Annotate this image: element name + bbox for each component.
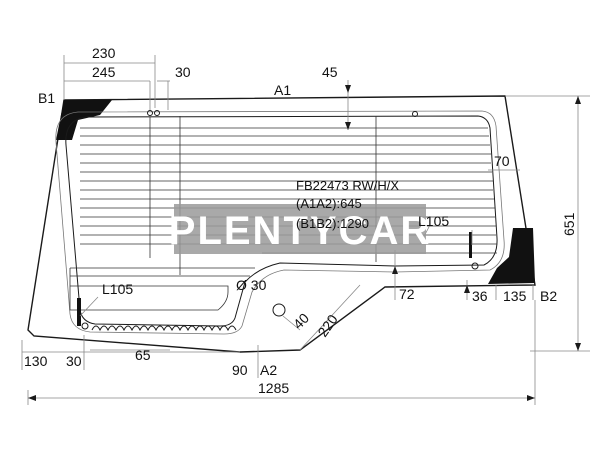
dim-72: 72 — [399, 286, 415, 302]
outer-frit-line — [55, 110, 505, 335]
dim-30-top: 30 — [175, 64, 191, 80]
dim-40: 40 — [290, 310, 312, 332]
stop-mark-top-c — [412, 111, 418, 117]
dim-130: 130 — [24, 353, 48, 369]
dim-230: 230 — [92, 45, 116, 61]
wavy-frit-edge — [91, 325, 237, 332]
dim-65: 65 — [135, 347, 151, 363]
watermark-text: PLENTYCAR — [169, 209, 431, 253]
arrow-heads — [28, 85, 581, 401]
dim-651: 651 — [561, 212, 577, 236]
spec-a: (A1A2):645 — [296, 196, 362, 211]
part-code: FB22473 RW/H/X — [296, 178, 399, 193]
terminal-left — [77, 298, 81, 326]
black-corner-bottom-right — [488, 228, 535, 284]
stop-mark-top-a — [147, 110, 153, 116]
dim-245: 245 — [92, 64, 116, 80]
point-b1: B1 — [38, 90, 55, 106]
black-corner-top-left — [56, 100, 112, 140]
terminal-right — [469, 232, 472, 258]
stop-mark-left — [81, 322, 89, 330]
stop-mark-top-b — [154, 110, 160, 116]
dim-30-bottom: 30 — [66, 353, 82, 369]
label-circle-30: Ø 30 — [236, 277, 267, 293]
label-l105-right: L105 — [418, 213, 449, 229]
dim-1285: 1285 — [258, 380, 289, 396]
dim-220: 220 — [314, 311, 341, 339]
lower-left-heater-panel — [69, 268, 229, 311]
dim-70: 70 — [494, 153, 510, 169]
stop-mark-right — [471, 262, 479, 270]
hole-small — [272, 303, 286, 317]
watermark-band — [174, 204, 426, 254]
point-a1: A1 — [274, 82, 291, 98]
dim-36: 36 — [472, 288, 488, 304]
point-b2: B2 — [540, 288, 557, 304]
point-a2: A2 — [260, 362, 277, 378]
dim-90: 90 — [232, 362, 248, 378]
label-l105-left: L105 — [102, 281, 133, 297]
dim-45: 45 — [322, 64, 338, 80]
spec-b: (B1B2):1290 — [296, 216, 369, 231]
dim-135: 135 — [503, 288, 527, 304]
